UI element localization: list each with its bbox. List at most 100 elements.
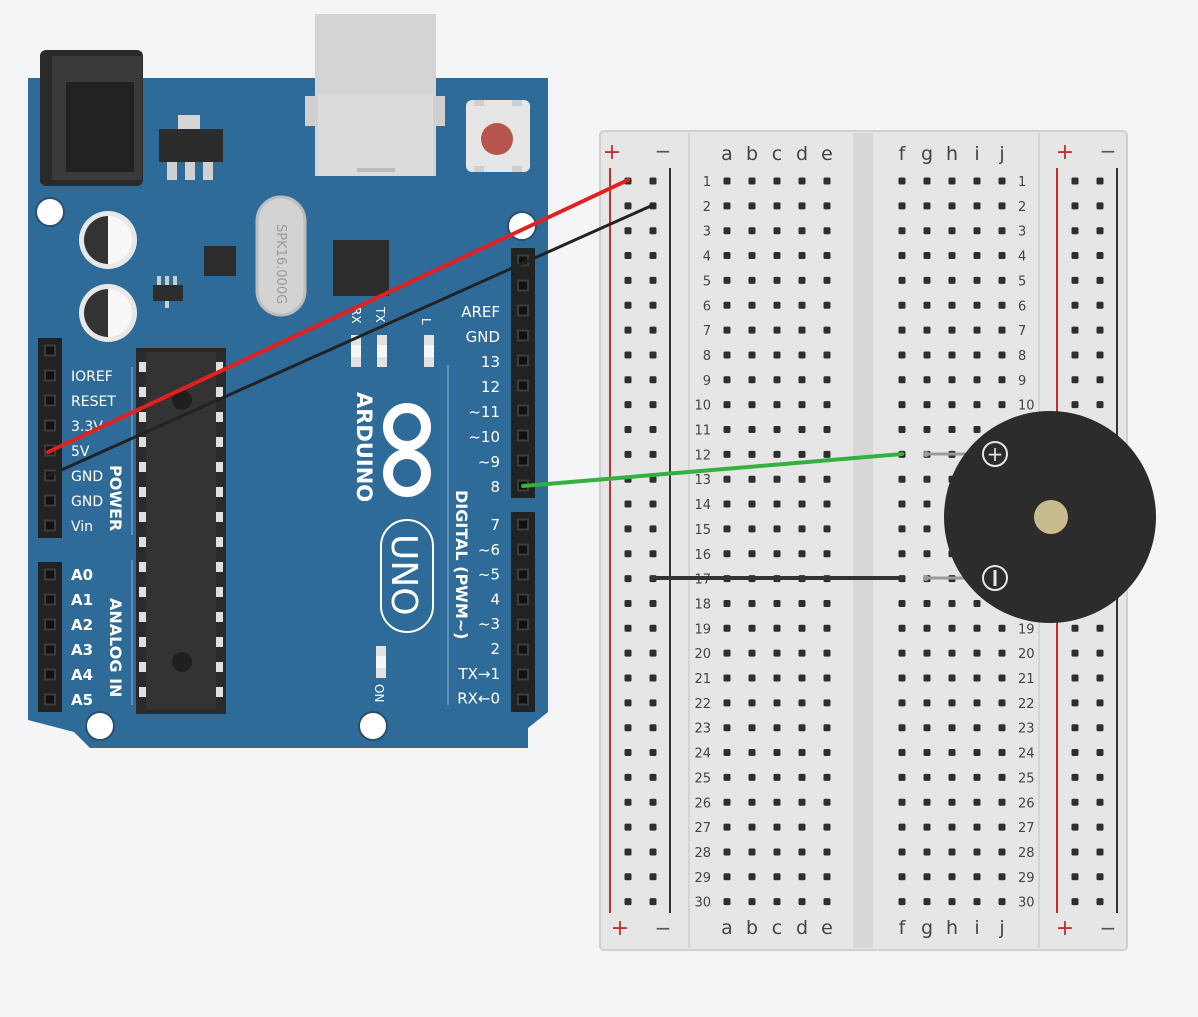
- breadboard-hole[interactable]: [748, 376, 756, 384]
- breadboard-hole[interactable]: [998, 326, 1006, 334]
- wire-pin8-green[interactable]: [521, 452, 904, 488]
- breadboard-hole[interactable]: [948, 848, 956, 856]
- breadboard-hole[interactable]: [748, 798, 756, 806]
- rail-hole[interactable]: [1096, 749, 1104, 757]
- breadboard-hole[interactable]: [798, 749, 806, 757]
- breadboard-hole[interactable]: [973, 898, 981, 906]
- breadboard-hole[interactable]: [823, 525, 831, 533]
- breadboard-hole[interactable]: [948, 898, 956, 906]
- rail-hole[interactable]: [1071, 301, 1079, 309]
- breadboard-hole[interactable]: [823, 401, 831, 409]
- breadboard-hole[interactable]: [948, 202, 956, 210]
- rail-hole[interactable]: [649, 674, 657, 682]
- breadboard-hole[interactable]: [798, 426, 806, 433]
- breadboard-hole[interactable]: [948, 376, 956, 384]
- rail-hole[interactable]: [649, 326, 657, 334]
- breadboard-hole[interactable]: [748, 276, 756, 284]
- breadboard-hole[interactable]: [748, 252, 756, 260]
- breadboard-hole[interactable]: [898, 773, 906, 781]
- breadboard-hole[interactable]: [898, 227, 906, 235]
- breadboard-hole[interactable]: [898, 475, 906, 483]
- breadboard-hole[interactable]: [898, 202, 906, 210]
- breadboard-hole[interactable]: [998, 301, 1006, 309]
- rail-hole[interactable]: [649, 773, 657, 781]
- rail-hole[interactable]: [1071, 326, 1079, 334]
- breadboard-hole[interactable]: [923, 376, 931, 384]
- breadboard-hole[interactable]: [998, 376, 1006, 384]
- breadboard-hole[interactable]: [998, 351, 1006, 359]
- piezo-buzzer[interactable]: +: [944, 411, 1156, 623]
- breadboard-hole[interactable]: [723, 401, 731, 409]
- breadboard-hole[interactable]: [723, 276, 731, 284]
- breadboard-hole[interactable]: [948, 177, 956, 185]
- breadboard-hole[interactable]: [923, 898, 931, 906]
- rail-hole[interactable]: [1096, 376, 1104, 384]
- breadboard-hole[interactable]: [823, 798, 831, 806]
- breadboard-hole[interactable]: [823, 848, 831, 856]
- breadboard-hole[interactable]: [723, 525, 731, 533]
- rail-hole[interactable]: [649, 873, 657, 881]
- breadboard-hole[interactable]: [948, 276, 956, 284]
- breadboard-hole[interactable]: [998, 227, 1006, 235]
- breadboard-hole[interactable]: [823, 898, 831, 906]
- breadboard-hole[interactable]: [823, 351, 831, 359]
- breadboard-hole[interactable]: [948, 674, 956, 682]
- rail-hole[interactable]: [1071, 376, 1079, 384]
- breadboard-hole[interactable]: [723, 699, 731, 707]
- breadboard-hole[interactable]: [798, 276, 806, 284]
- breadboard-hole[interactable]: [948, 227, 956, 235]
- breadboard-hole[interactable]: [898, 401, 906, 409]
- breadboard-hole[interactable]: [898, 898, 906, 906]
- breadboard-hole[interactable]: [923, 624, 931, 632]
- breadboard-hole[interactable]: [798, 177, 806, 185]
- breadboard-hole[interactable]: [998, 823, 1006, 831]
- rail-hole[interactable]: [1071, 699, 1079, 707]
- breadboard-hole[interactable]: [898, 376, 906, 384]
- rail-hole[interactable]: [1071, 773, 1079, 781]
- breadboard-hole[interactable]: [748, 624, 756, 632]
- breadboard-hole[interactable]: [998, 401, 1006, 409]
- breadboard-hole[interactable]: [923, 326, 931, 334]
- rail-hole[interactable]: [624, 599, 632, 607]
- breadboard-hole[interactable]: [898, 599, 906, 607]
- rail-hole[interactable]: [1096, 227, 1104, 235]
- wire-5v-red[interactable]: [46, 178, 630, 454]
- rail-hole[interactable]: [1071, 674, 1079, 682]
- rail-hole[interactable]: [1096, 401, 1104, 409]
- breadboard-hole[interactable]: [748, 823, 756, 831]
- breadboard-hole[interactable]: [898, 624, 906, 632]
- breadboard-hole[interactable]: [948, 252, 956, 260]
- rail-hole[interactable]: [624, 450, 632, 458]
- breadboard-hole[interactable]: [723, 599, 731, 607]
- rail-hole[interactable]: [624, 823, 632, 831]
- breadboard-hole[interactable]: [798, 475, 806, 483]
- breadboard-hole[interactable]: [923, 674, 931, 682]
- breadboard-hole[interactable]: [798, 351, 806, 359]
- breadboard-hole[interactable]: [948, 873, 956, 881]
- breadboard-hole[interactable]: [898, 252, 906, 260]
- rail-hole[interactable]: [649, 301, 657, 309]
- breadboard-hole[interactable]: [948, 301, 956, 309]
- breadboard-hole[interactable]: [798, 898, 806, 906]
- breadboard-hole[interactable]: [823, 624, 831, 632]
- breadboard-hole[interactable]: [798, 873, 806, 881]
- breadboard-hole[interactable]: [773, 450, 781, 458]
- breadboard-hole[interactable]: [998, 177, 1006, 185]
- breadboard-hole[interactable]: [998, 898, 1006, 906]
- breadboard-hole[interactable]: [773, 749, 781, 757]
- breadboard-hole[interactable]: [973, 202, 981, 210]
- breadboard-hole[interactable]: [723, 177, 731, 185]
- breadboard-hole[interactable]: [723, 252, 731, 260]
- rail-hole[interactable]: [649, 376, 657, 384]
- breadboard-hole[interactable]: [973, 624, 981, 632]
- arduino-uno-board[interactable]: SPK16.000G RX TX L ON: [28, 14, 548, 748]
- breadboard-hole[interactable]: [973, 326, 981, 334]
- rail-hole[interactable]: [624, 773, 632, 781]
- rail-hole[interactable]: [1071, 351, 1079, 359]
- breadboard-hole[interactable]: [748, 599, 756, 607]
- breadboard-hole[interactable]: [823, 202, 831, 210]
- breadboard-hole[interactable]: [948, 823, 956, 831]
- rail-hole[interactable]: [624, 227, 632, 235]
- breadboard-hole[interactable]: [723, 674, 731, 682]
- rail-hole[interactable]: [649, 724, 657, 732]
